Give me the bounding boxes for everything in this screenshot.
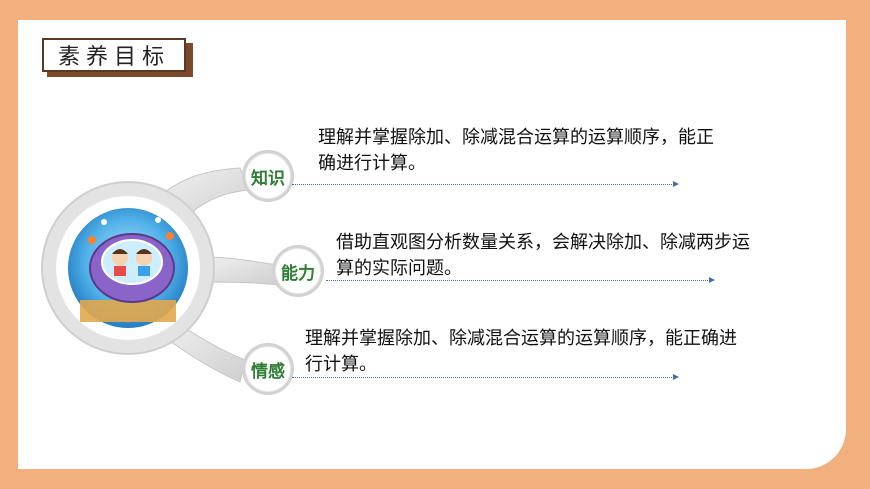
- objective-knowledge-text: 理解并掌握除加、除减混合运算的运算顺序，能正确进行计算。: [318, 127, 714, 174]
- badge-ability: 能力: [272, 245, 324, 297]
- objective-knowledge-line: [292, 181, 679, 187]
- page-title: 素养目标: [57, 45, 170, 70]
- objective-emotion-line: [292, 374, 679, 380]
- tag-emotion: 情感: [246, 347, 290, 391]
- objective-emotion-text: 理解并掌握除加、除减混合运算的运算顺序，能正确进行计算。: [305, 328, 737, 375]
- objective-ability-text: 借助直观图分析数量关系，会解决除加、除减两步运算的实际问题。: [336, 232, 750, 279]
- objective-ability-line: [326, 277, 715, 283]
- title-box: 素养目标: [42, 38, 186, 72]
- tag-ability: 能力: [276, 249, 320, 293]
- badge-knowledge: 知识: [242, 150, 294, 202]
- illustration-details: [80, 217, 176, 322]
- tag-knowledge: 知识: [246, 154, 290, 198]
- badge-emotion: 情感: [242, 343, 294, 395]
